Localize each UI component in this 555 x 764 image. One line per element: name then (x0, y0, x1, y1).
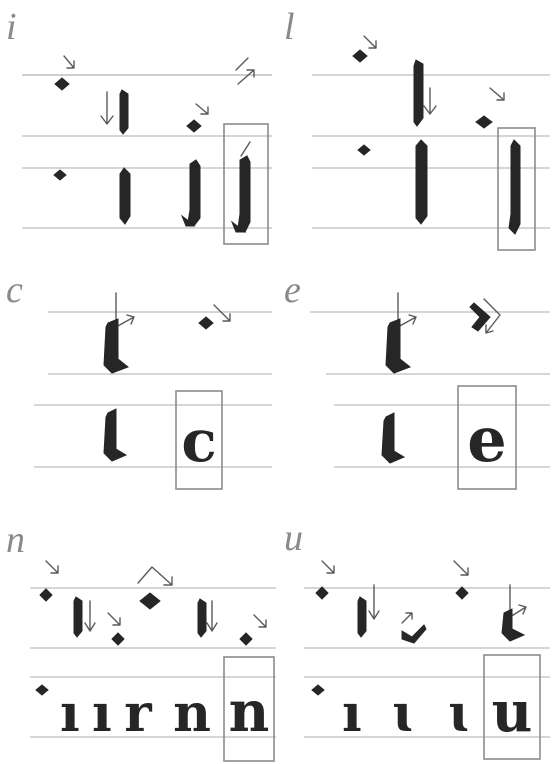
pen-stroke-diamond-icon (103, 318, 129, 374)
letter-label-n: n (6, 519, 25, 561)
progress-letter: ı (342, 683, 362, 744)
panel-letter-c: c c (0, 255, 278, 505)
stroke-direction-arrow-icon (84, 600, 96, 632)
stroke-direction-arrow-icon (423, 87, 437, 115)
pen-stroke-diamond-icon (230, 220, 247, 233)
letter-label-c: c (6, 269, 23, 311)
stroke-direction-arrow-icon (213, 304, 231, 322)
stroke-direction-arrow-icon (363, 35, 377, 49)
pen-stroke-diamond-icon (111, 632, 125, 646)
pen-stroke-diamond-icon (139, 592, 161, 610)
stroke-diagram-n: ı ı r n n (30, 560, 276, 762)
pen-stroke-diamond-icon (54, 77, 70, 91)
pen-stroke-diamond-icon (119, 89, 129, 135)
stroke-diagram-e: e (310, 292, 550, 490)
pen-stroke-diamond-icon (53, 169, 67, 181)
pen-stroke-diamond-icon (401, 624, 427, 644)
pen-stroke-diamond-icon (73, 596, 83, 638)
stroke-direction-arrow-icon (235, 57, 255, 85)
progress-letter: ɩ (392, 683, 412, 744)
stroke-direction-arrow-icon (489, 87, 505, 101)
pen-stroke-diamond-icon (385, 318, 411, 374)
letter-label-u: u (284, 517, 303, 559)
pen-stroke-diamond-icon (198, 316, 214, 330)
pen-stroke-diamond-icon (197, 598, 207, 638)
pen-stroke-diamond-icon (180, 214, 196, 227)
pen-stroke-diamond-icon (119, 167, 131, 225)
stroke-direction-arrow-icon (397, 292, 417, 328)
stroke-direction-arrow-icon (401, 612, 413, 624)
progress-letter: r (124, 683, 152, 744)
panel-letter-l: l (278, 0, 555, 255)
stroke-diagram-i (22, 55, 272, 245)
pen-stroke-diamond-icon (103, 408, 128, 462)
stroke-direction-arrow-icon (483, 298, 501, 334)
stroke-direction-arrow-icon (45, 560, 59, 574)
stroke-direction-arrow-icon (453, 560, 469, 576)
progress-letter: ı (60, 683, 80, 744)
panel-letter-n: n ı ı r n n (0, 505, 278, 764)
stroke-direction-arrow-icon (240, 141, 251, 157)
finished-letter-frame (457, 385, 517, 490)
pen-stroke-diamond-icon (501, 608, 526, 642)
pen-stroke-diamond-icon (352, 49, 368, 63)
pen-stroke-diamond-icon (186, 119, 202, 133)
finished-letter-e: e (467, 403, 506, 476)
pen-stroke-diamond-icon (455, 586, 469, 600)
panel-letter-u: u ı ɩ ɩ u (278, 505, 555, 764)
stroke-direction-arrow-icon (63, 55, 75, 69)
stroke-direction-arrow-icon (115, 292, 135, 328)
finished-letter-c: c (181, 407, 216, 475)
finished-letter-frame (497, 127, 536, 251)
finished-letter-frame (175, 390, 223, 490)
finished-letter-frame (483, 654, 541, 760)
pen-stroke-diamond-icon (381, 412, 406, 464)
progress-letter: ɩ (448, 683, 468, 744)
stroke-diagram-u: ı ɩ ɩ u (304, 560, 550, 760)
letter-label-e: e (284, 269, 301, 311)
pen-stroke-diamond-icon (35, 684, 49, 696)
pen-stroke-diamond-icon (413, 59, 424, 127)
pen-stroke-diamond-icon (469, 302, 491, 332)
progress-letter: ı (92, 683, 112, 744)
stroke-diagram-l (312, 35, 550, 251)
pen-stroke-diamond-icon (508, 139, 521, 235)
stroke-direction-arrow-icon (137, 566, 173, 586)
pen-stroke-diamond-icon (39, 588, 53, 602)
pen-stroke-diamond-icon (475, 115, 493, 129)
pen-stroke-diamond-icon (357, 596, 367, 638)
pen-stroke-diamond-icon (357, 144, 371, 156)
finished-letter-n: n (229, 679, 270, 745)
pen-stroke-diamond-icon (239, 632, 253, 646)
pen-stroke-diamond-icon (315, 586, 329, 600)
pen-stroke-diamond-icon (187, 159, 201, 227)
pen-stroke-diamond-icon (415, 139, 428, 225)
stroke-direction-arrow-icon (206, 600, 218, 632)
progress-letter: n (173, 683, 211, 744)
stroke-direction-arrow-icon (368, 584, 380, 620)
stroke-direction-arrow-icon (195, 103, 209, 115)
stroke-direction-arrow-icon (100, 91, 114, 125)
stroke-diagram-c: c (34, 292, 272, 490)
finished-letter-frame (223, 656, 275, 762)
stroke-direction-arrow-icon (321, 560, 335, 574)
stroke-direction-arrow-icon (107, 612, 121, 626)
finished-letter-frame (223, 123, 269, 245)
stroke-direction-arrow-icon (253, 614, 267, 628)
pen-stroke-diamond-icon (311, 684, 325, 696)
panel-letter-e: e e (278, 255, 555, 505)
letter-label-i: i (6, 6, 17, 48)
finished-letter-u: u (492, 679, 533, 745)
panel-letter-i: i (0, 0, 278, 255)
pen-stroke-diamond-icon (237, 155, 251, 233)
letter-label-l: l (284, 6, 295, 48)
